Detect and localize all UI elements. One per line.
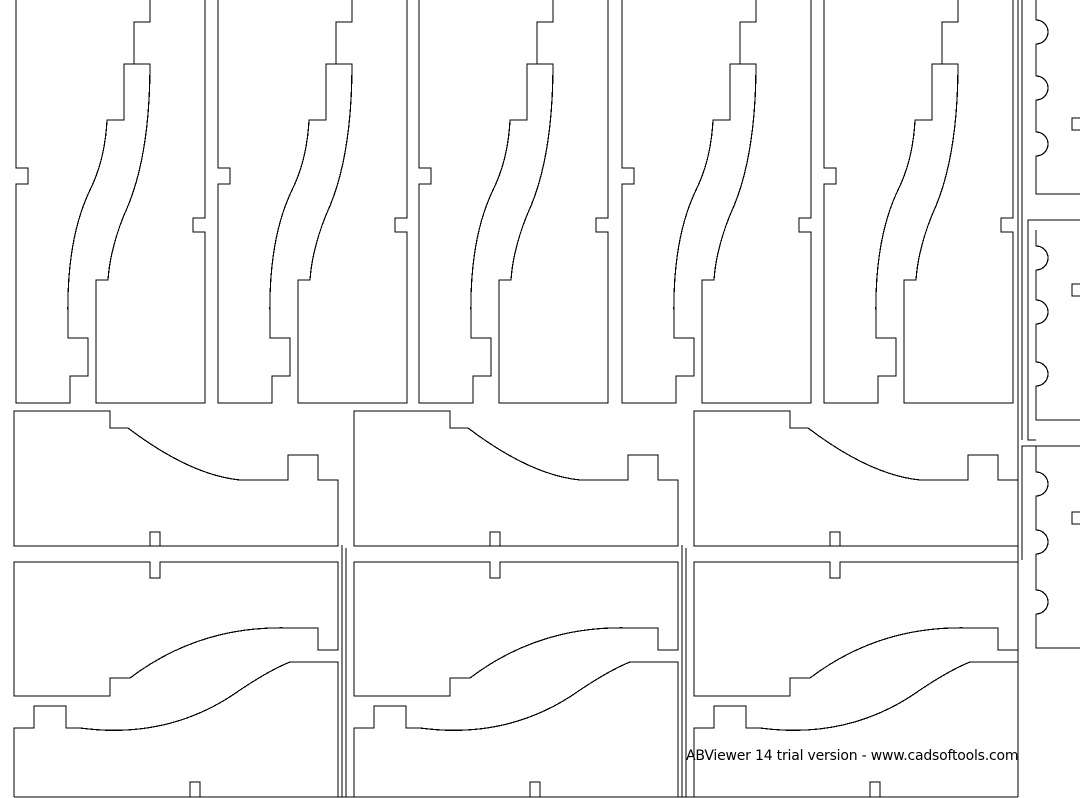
piece-pair-4 (621, 0, 812, 404)
scalloped-slot (1071, 117, 1080, 131)
tall-piece-left (217, 0, 353, 404)
wide-piece-1 (13, 410, 339, 547)
scalloped-slot (1071, 283, 1080, 297)
tall-piece-left (15, 0, 151, 404)
lower-row-parts (13, 545, 1019, 797)
lower-piece-top (693, 561, 1019, 697)
lower-stack-3 (693, 561, 1019, 797)
scalloped-part-2 (1027, 219, 1080, 441)
piece-pair-5 (823, 0, 1014, 404)
lower-piece-bottom (13, 661, 339, 797)
lower-stack-2 (353, 545, 687, 797)
lower-piece-top (13, 561, 339, 697)
lower-piece-tab (189, 781, 201, 797)
tall-piece-right (297, 0, 408, 404)
tall-piece-left (418, 0, 554, 404)
scalloped-part-3 (1021, 445, 1080, 649)
lower-piece-bottom (693, 661, 1019, 797)
piece-pair-3 (418, 0, 609, 404)
tall-piece-left (823, 0, 959, 404)
tall-piece-right (498, 0, 609, 404)
wide-piece-2 (353, 410, 679, 547)
lower-stack-1 (13, 545, 347, 797)
piece-pair-1 (15, 0, 206, 404)
scalloped-slot (1071, 511, 1080, 525)
scalloped-outline (1021, 445, 1080, 649)
right-divider-line (1017, 0, 1023, 797)
piece-pair-2 (217, 0, 408, 404)
wide-piece-3 (693, 410, 1019, 547)
separator-line (341, 545, 347, 797)
tall-piece-right (701, 0, 812, 404)
wide-piece-tab (829, 531, 841, 546)
tall-piece-right (95, 0, 206, 404)
tall-piece-left (621, 0, 757, 404)
scalloped-part-1 (1035, 0, 1080, 195)
scalloped-outline (1035, 0, 1080, 195)
middle-row-parts (13, 410, 1019, 547)
separator-line (681, 545, 687, 797)
trial-watermark: ABViewer 14 trial version - www.cadsofto… (686, 748, 1019, 764)
top-row-parts (15, 0, 1014, 404)
right-column-parts (1017, 0, 1080, 797)
lower-piece-tab (869, 781, 881, 797)
scalloped-outline (1027, 219, 1080, 441)
wide-piece-outline (353, 410, 679, 547)
lower-piece-bottom (353, 661, 679, 797)
wide-piece-outline (693, 410, 1019, 547)
wide-piece-outline (13, 410, 339, 547)
wide-piece-tab (149, 531, 161, 546)
tall-piece-right (903, 0, 1014, 404)
lower-piece-tab (529, 781, 541, 797)
lower-piece-top (353, 561, 679, 697)
wide-piece-tab (489, 531, 501, 546)
